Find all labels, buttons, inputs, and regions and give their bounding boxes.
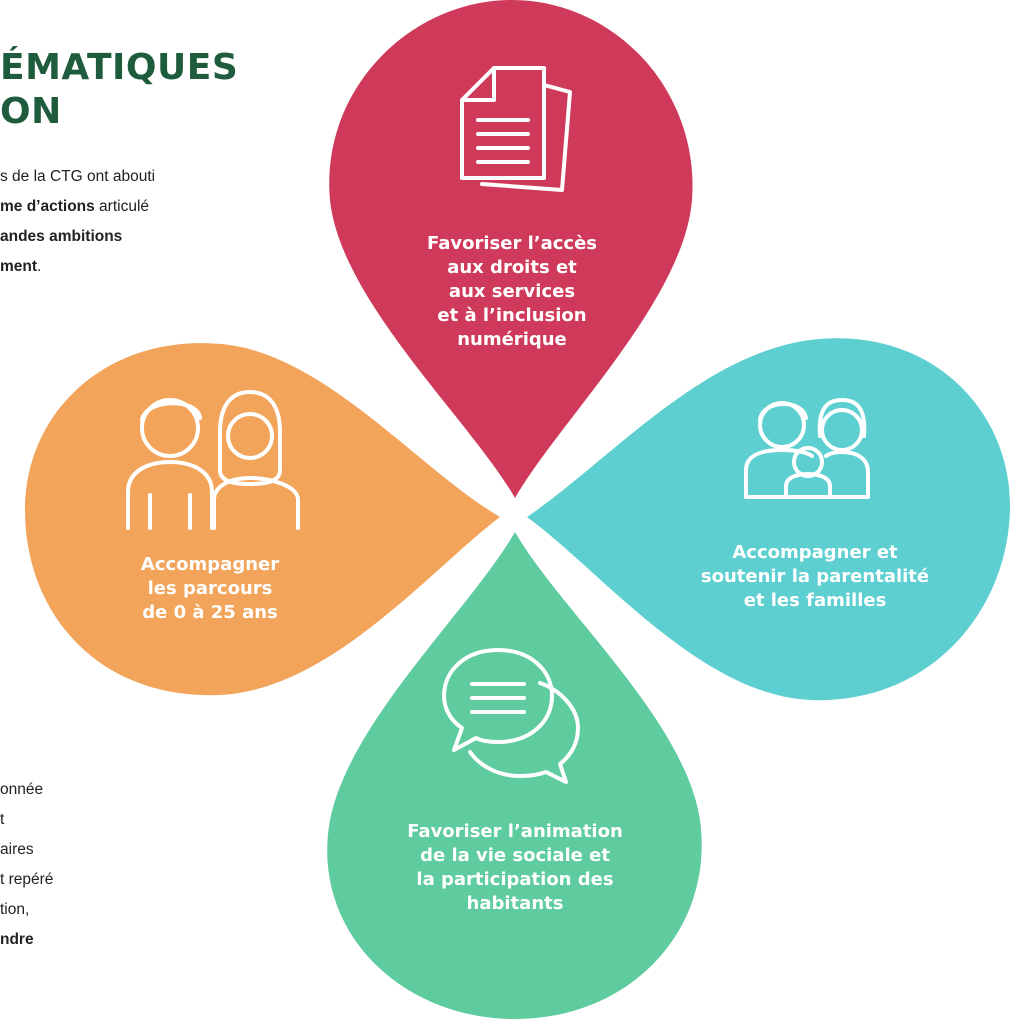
intro-line-1: s de la CTG ont abouti [0, 168, 156, 185]
lower-paragraph: onnée t aires t repéré tion, ndre [0, 775, 53, 955]
petal-label-rights: Favoriser l’accès aux droits et aux serv… [382, 232, 642, 352]
intro-line-4-bold: ment [0, 258, 38, 275]
petal-label-social: Favoriser l’animation de la vie sociale … [355, 820, 675, 916]
intro-line-4: ment. [0, 252, 155, 282]
petal-label-social-line: la participation des [416, 869, 614, 890]
petal-label-families-line: et les familles [743, 590, 887, 611]
petal-label-rights-line: numérique [457, 329, 567, 350]
petal-label-rights-line: et à l’inclusion [437, 305, 587, 326]
petal-rights [329, 0, 693, 498]
petal-label-families: Accompagner et soutenir la parentalité e… [665, 541, 965, 613]
young-people-icon [126, 390, 300, 530]
intro-line-3-bold: andes ambitions [0, 228, 123, 245]
intro-line-3: andes ambitions [0, 222, 155, 252]
page-title: ÉMATIQUES ON [0, 46, 238, 134]
page-title-line-1: ÉMATIQUES [0, 47, 239, 88]
lower-line-3: aires [0, 841, 34, 858]
lower-line-8: ndre [0, 931, 34, 948]
petal-label-rights-line: aux services [448, 281, 576, 302]
intro-line-2-bold: me d’actions [0, 198, 95, 215]
petal-label-families-line: Accompagner et [732, 542, 898, 563]
intro-line-2: me d’actions articulé [0, 192, 155, 222]
petal-label-social-line: habitants [466, 893, 564, 914]
petal-label-rights-line: Favoriser l’accès [426, 233, 597, 254]
intro-line-2-rest: articulé [94, 198, 150, 215]
page-title-line-2: ON [0, 91, 62, 132]
intro-line-4-rest: . [37, 258, 42, 275]
document-icon [460, 66, 572, 192]
petal-label-rights-line: aux droits et [447, 257, 577, 278]
lower-line-1: onnée [0, 781, 44, 798]
petal-label-social-line: Favoriser l’animation [407, 821, 623, 842]
petal-label-youth-line: les parcours [147, 578, 273, 599]
petal-families [527, 338, 1010, 701]
petal-label-social-line: de la vie sociale et [420, 845, 610, 866]
petal-label-youth: Accompagner les parcours de 0 à 25 ans [85, 553, 335, 625]
lower-line-4: t repéré [0, 871, 54, 888]
petal-label-youth-line: Accompagner [140, 554, 280, 575]
lower-line-6: tion, [0, 901, 30, 918]
lower-line-2: t [0, 811, 5, 828]
petal-label-youth-line: de 0 à 25 ans [142, 602, 278, 623]
family-icon [744, 398, 870, 499]
petal-label-families-line: soutenir la parentalité [700, 566, 930, 587]
intro-paragraph: s de la CTG ont abouti me d’actions arti… [0, 162, 155, 282]
chat-bubbles-icon [442, 648, 580, 784]
